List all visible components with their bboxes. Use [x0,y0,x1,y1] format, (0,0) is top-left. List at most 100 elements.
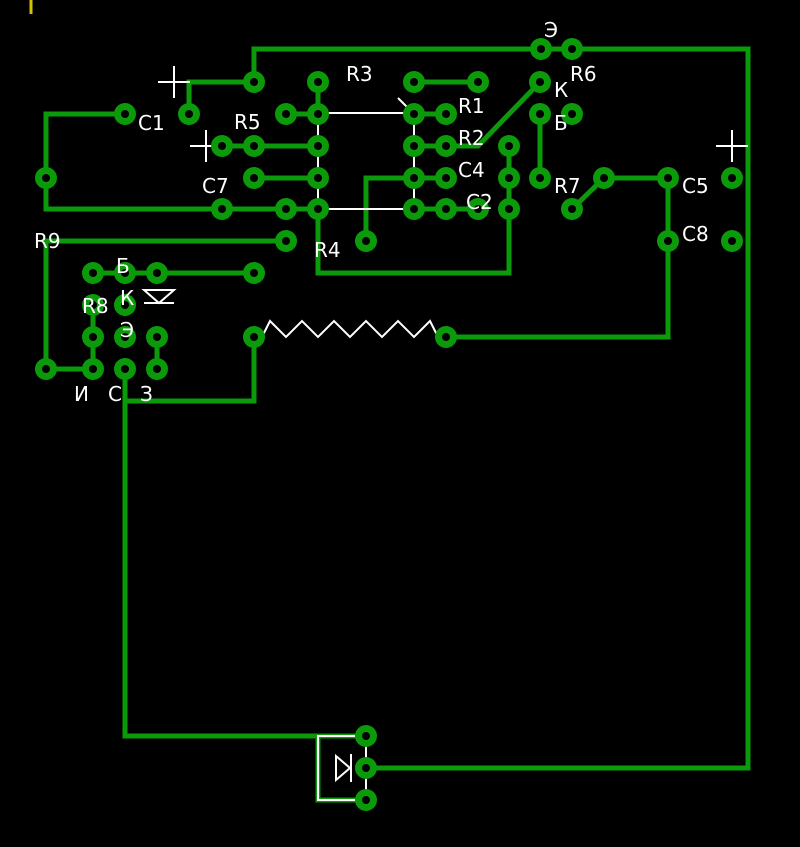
pad [721,167,743,189]
pad [529,103,551,125]
label-pin-c: С [108,382,122,406]
label-r3: R3 [346,62,373,86]
label-r6: R6 [570,62,597,86]
pad [307,198,329,220]
pad [355,230,377,252]
pad [146,358,168,380]
pad [114,294,136,316]
pad [243,167,265,189]
label-left-e: Э [120,318,134,342]
label-c8: C8 [682,222,709,246]
label-r7: R7 [554,174,581,198]
ic-outline [317,112,415,210]
trace-top-bus [251,46,751,771]
pad [82,358,104,380]
pad [403,167,425,189]
pad [211,135,233,157]
pad [403,198,425,220]
pad [403,135,425,157]
pad [657,167,679,189]
pad [561,38,583,60]
labels: Э R3 R6 К C1 R5 R1 Б R2 C4 C7 R7 C5 C2 C… [34,18,709,406]
pad [561,103,583,125]
label-base-b: Б [554,111,568,135]
pad [114,262,136,284]
pad [275,230,297,252]
label-r1: R1 [458,94,485,118]
small-diode-icon [141,289,177,305]
pad [307,71,329,93]
pad [435,326,457,348]
trace-r9 [43,238,289,372]
pad [243,71,265,93]
bottom-diode-icon [335,753,352,783]
trace-c1-left [43,111,321,212]
pad [243,262,265,284]
pad [35,167,57,189]
pad [178,103,200,125]
label-r5: R5 [234,110,261,134]
pad [82,294,104,316]
pad [435,135,457,157]
pad [435,198,457,220]
pad [243,326,265,348]
pad [467,198,489,220]
label-c1: C1 [138,111,165,135]
label-c5: C5 [682,174,709,198]
pad [355,789,377,811]
pad [721,230,743,252]
pad [498,135,520,157]
pad [355,757,377,779]
plus-c1-icon [158,66,190,98]
label-pin-i: И [74,382,89,406]
silkscreen [141,66,748,801]
pad [498,198,520,220]
label-c2: C2 [466,190,493,214]
pad [82,326,104,348]
pad [307,167,329,189]
label-pin-z: З [140,382,153,406]
label-left-b: Б [116,254,130,278]
label-c4: C4 [458,158,485,182]
pad [435,167,457,189]
plus-c5-icon [716,130,748,162]
pad [211,198,233,220]
pad [561,198,583,220]
pad [530,38,552,60]
pad [243,135,265,157]
pad [307,135,329,157]
pad [114,326,136,348]
pad [657,230,679,252]
pad [146,262,168,284]
pad [435,103,457,125]
pad [82,262,104,284]
pad [529,71,551,93]
pad [275,103,297,125]
resistor-zigzag [254,319,446,339]
pad [403,71,425,93]
pad [146,326,168,348]
pad [114,103,136,125]
label-r8: R8 [82,294,109,318]
pad [307,103,329,125]
label-emitter-top: Э [544,18,558,42]
pad [498,167,520,189]
label-left-k: К [120,286,134,310]
trace-r4 [363,175,417,244]
pad [403,103,425,125]
pad [275,198,297,220]
copper-traces [43,46,751,803]
label-collector-k: К [554,78,568,102]
pad [355,725,377,747]
label-c7: C7 [202,174,229,198]
pad [35,358,57,380]
label-r9: R9 [34,229,61,253]
label-r2: R2 [458,126,485,150]
pad [529,167,551,189]
pad [593,167,615,189]
trace-r7-c5 [568,175,671,213]
trace-c-bottom [122,398,369,739]
pads [35,38,743,811]
pad [467,71,489,93]
pad [114,358,136,380]
